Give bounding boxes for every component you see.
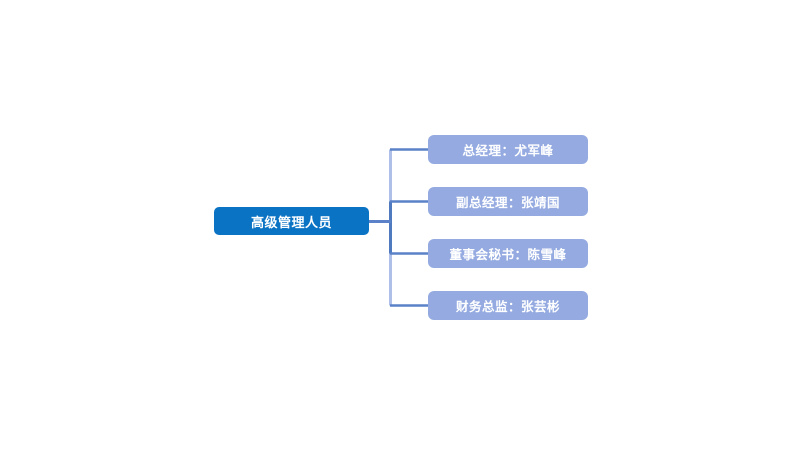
- child-node-general-manager[interactable]: 总经理：尤军峰: [428, 135, 588, 164]
- root-node-senior-management[interactable]: 高级管理人员: [214, 207, 369, 235]
- child-node-cfo[interactable]: 财务总监：张芸彬: [428, 291, 588, 320]
- child-node-deputy-general-manager[interactable]: 副总经理：张靖国: [428, 187, 588, 216]
- child-node-board-secretary[interactable]: 董事会秘书：陈雪峰: [428, 239, 588, 268]
